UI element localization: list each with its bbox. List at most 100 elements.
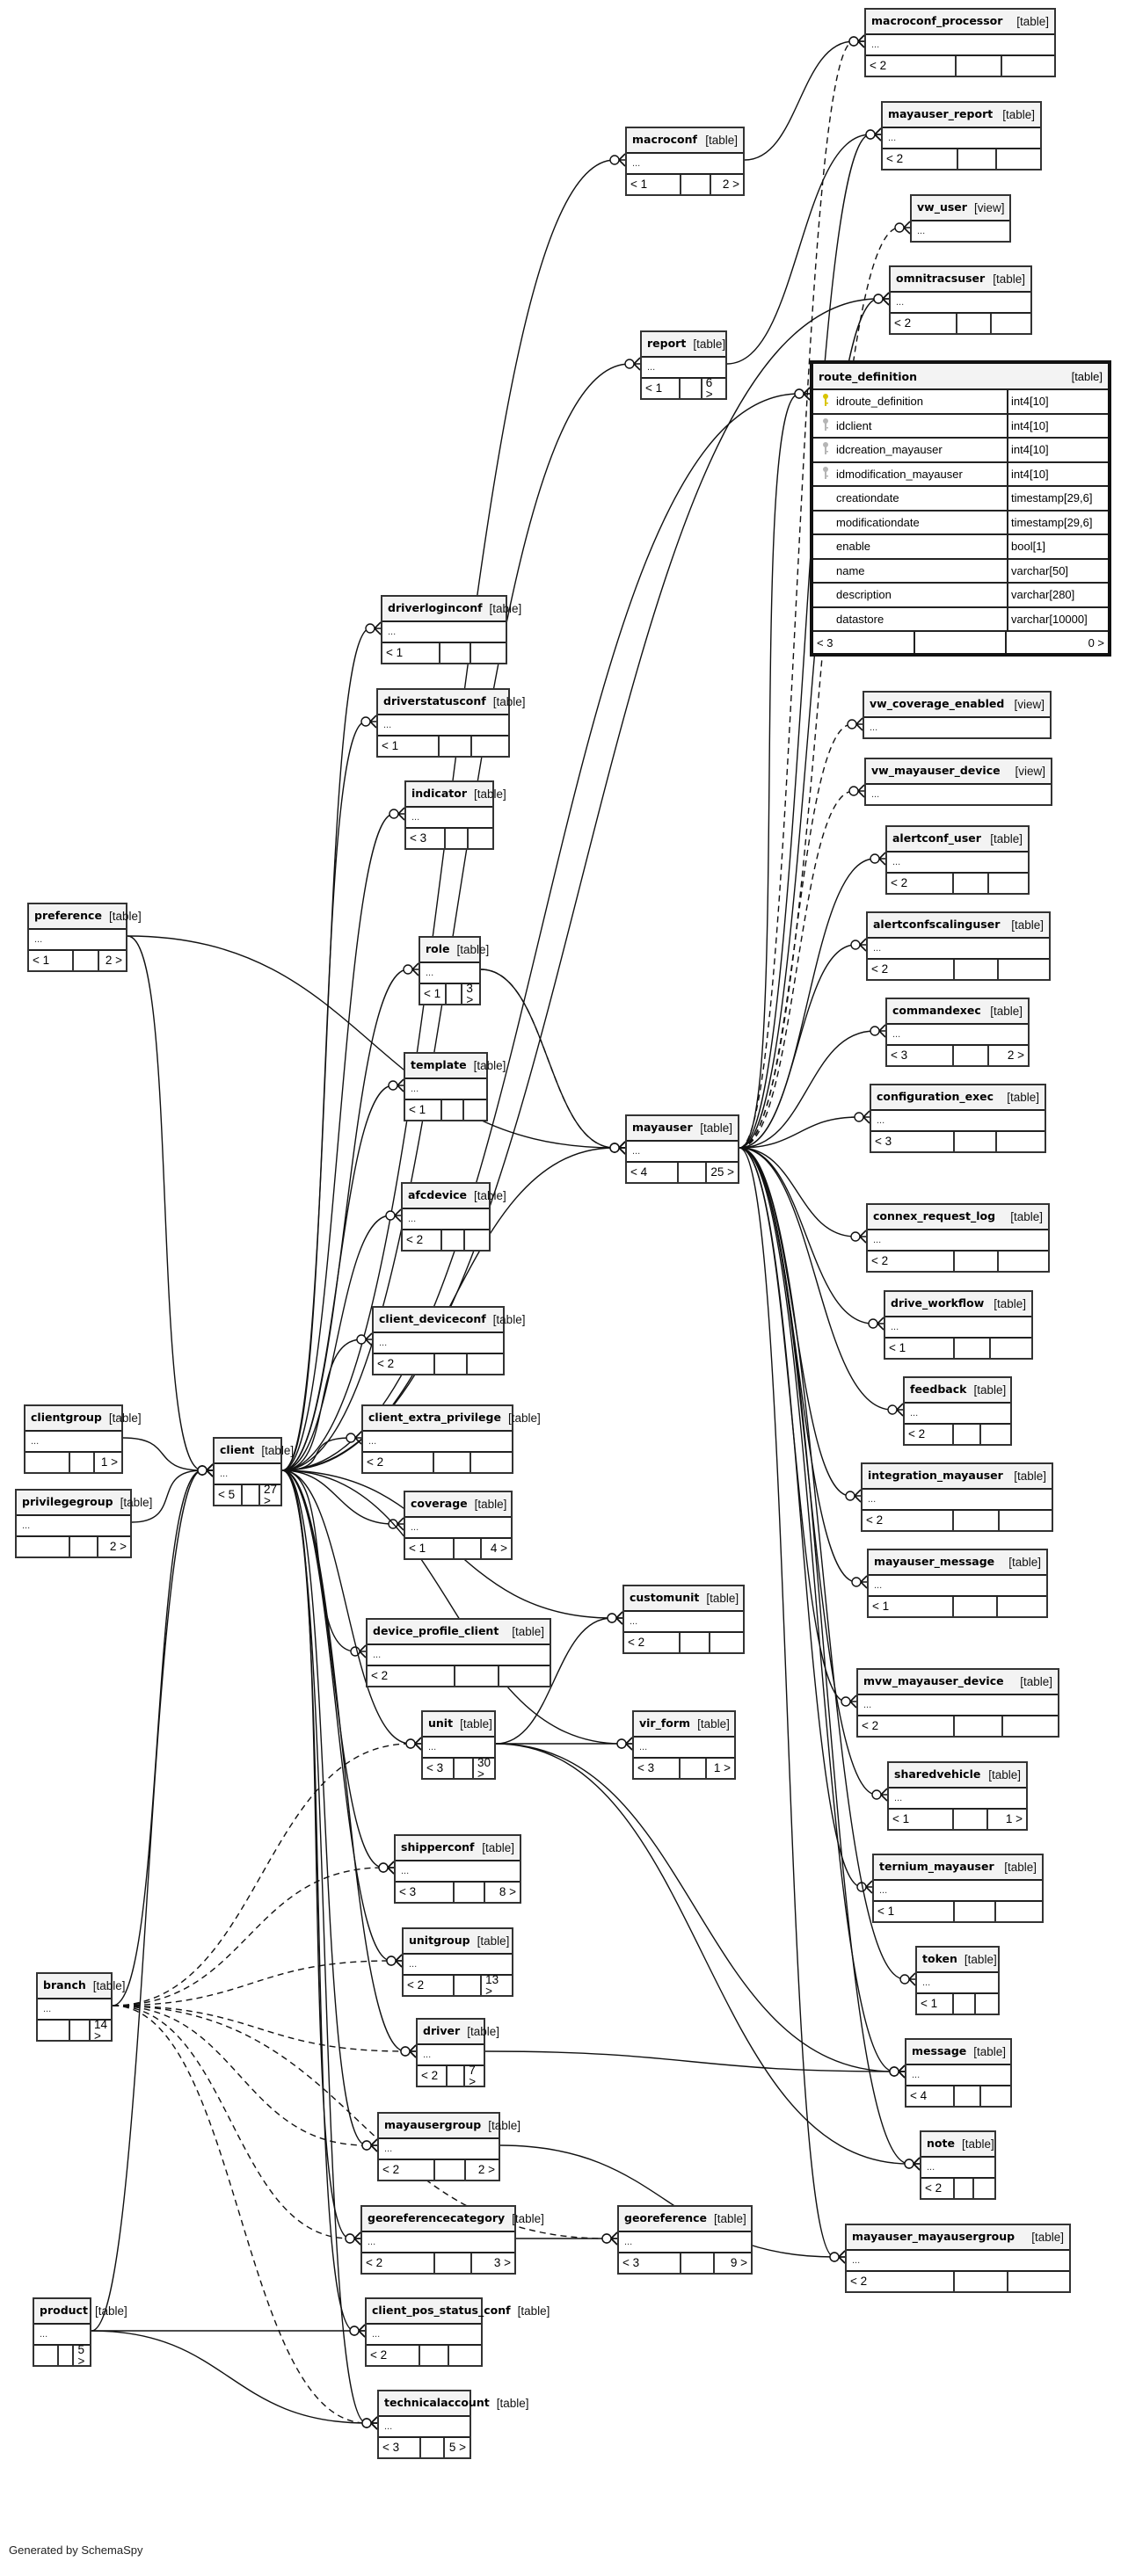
parents-count[interactable]: < 1 xyxy=(889,1810,954,1829)
parents-count[interactable]: < 1 xyxy=(382,643,440,663)
table-technicalaccount[interactable]: technicalaccount [table] ... < 3 5 > xyxy=(377,2390,528,2459)
children-count[interactable]: 1 > xyxy=(1005,1812,1023,1826)
parents-count[interactable] xyxy=(25,1453,70,1472)
table-macroconf[interactable]: macroconf [table] ... < 1 2 > xyxy=(625,127,745,196)
parents-count[interactable]: < 3 xyxy=(423,1759,455,1778)
parents-count[interactable]: < 2 xyxy=(847,2272,955,2291)
children-count[interactable] xyxy=(996,1902,1042,1921)
children-count[interactable]: 2 > xyxy=(109,1540,127,1554)
table-note[interactable]: note [table] ... < 2 xyxy=(920,2130,996,2200)
table-driver[interactable]: driver [table] ... < 2 7 > xyxy=(416,2018,499,2088)
table-client-extra-privilege[interactable]: client_extra_privilege [table] ... < 2 xyxy=(361,1404,541,1474)
parents-count[interactable]: < 4 xyxy=(627,1163,679,1182)
children-count[interactable]: 1 > xyxy=(713,1761,731,1775)
parents-count[interactable] xyxy=(34,2346,59,2365)
table-georeference[interactable]: georeference [table] ... < 3 9 > xyxy=(617,2205,753,2275)
table-configuration-exec[interactable]: configuration_exec [table] ... < 3 xyxy=(870,1084,1046,1153)
parents-count[interactable]: < 2 xyxy=(379,2160,435,2180)
parents-count[interactable]: < 2 xyxy=(868,960,955,979)
children-count[interactable] xyxy=(1003,1716,1058,1736)
parents-count[interactable]: < 2 xyxy=(368,1666,455,1686)
column-row[interactable]: creationdate timestamp[29,6] xyxy=(813,487,1108,512)
children-count[interactable]: 0 > xyxy=(1088,635,1104,649)
children-count[interactable] xyxy=(471,1453,512,1472)
table-integration-mayauser[interactable]: integration_mayauser [table] ... < 2 xyxy=(861,1462,1053,1532)
children-count[interactable] xyxy=(999,1252,1048,1271)
children-count[interactable]: 4 > xyxy=(490,1542,507,1556)
children-count[interactable]: 2 > xyxy=(1007,1049,1024,1063)
parents-count[interactable]: < 2 xyxy=(858,1716,955,1736)
table-driverloginconf[interactable]: driverloginconf [table] ... < 1 xyxy=(381,595,521,664)
table-vw-coverage-enabled[interactable]: vw_coverage_enabled [view] ... xyxy=(863,691,1052,739)
children-count[interactable]: 2 > xyxy=(105,954,122,968)
parents-count[interactable]: < 1 xyxy=(405,1100,442,1120)
children-count[interactable]: 2 > xyxy=(477,2163,495,2177)
parents-count[interactable]: < 2 xyxy=(403,1230,442,1250)
children-count[interactable]: 25 > xyxy=(710,1165,734,1179)
table-drive-workflow[interactable]: drive_workflow [table] ... < 1 xyxy=(884,1290,1033,1360)
table-client-deviceconf[interactable]: client_deviceconf [table] ... < 2 xyxy=(372,1306,525,1375)
table-unit[interactable]: unit [table] ... < 3 30 > xyxy=(421,1710,496,1780)
children-count[interactable] xyxy=(1000,1511,1052,1530)
children-count[interactable]: 5 > xyxy=(448,2441,466,2455)
children-count[interactable]: 30 > xyxy=(477,1755,491,1781)
parents-count[interactable]: < 1 xyxy=(885,1339,955,1358)
parents-count[interactable]: < 2 xyxy=(363,1453,434,1472)
children-count[interactable] xyxy=(469,829,492,848)
table-device-profile-client[interactable]: device_profile_client [table] ... < 2 xyxy=(366,1618,551,1687)
table-mvw-mayauser-device[interactable]: mvw_mayauser_device [table] ... < 2 xyxy=(856,1668,1059,1738)
table-customunit[interactable]: customunit [table] ... < 2 xyxy=(622,1585,745,1654)
parents-count[interactable] xyxy=(38,2021,71,2040)
children-count[interactable] xyxy=(974,2179,994,2198)
table-mayauser[interactable]: mayauser [table] ... < 4 25 > xyxy=(625,1114,739,1184)
children-count[interactable] xyxy=(710,1633,743,1652)
parents-count[interactable]: < 3 xyxy=(871,1132,955,1151)
table-macroconf-processor[interactable]: macroconf_processor [table] ... < 2 xyxy=(864,8,1056,77)
children-count[interactable] xyxy=(989,874,1028,893)
parents-count[interactable]: < 1 xyxy=(869,1597,954,1616)
column-row[interactable]: idcreation_mayauser int4[10] xyxy=(813,439,1108,463)
parents-count[interactable]: < 3 xyxy=(813,632,915,653)
column-row[interactable]: idroute_definition int4[10] xyxy=(813,390,1108,415)
parents-count[interactable]: < 1 xyxy=(874,1902,955,1921)
parents-count[interactable]: < 1 xyxy=(420,984,447,1004)
children-count[interactable] xyxy=(468,1354,503,1374)
children-count[interactable]: 8 > xyxy=(499,1885,516,1899)
table-report[interactable]: report [table] ... < 1 6 > xyxy=(640,330,727,400)
table-shipperconf[interactable]: shipperconf [table] ... < 3 8 > xyxy=(394,1834,521,1904)
children-count[interactable]: 14 > xyxy=(93,2017,107,2043)
parents-count[interactable]: < 2 xyxy=(374,1354,435,1374)
table-mayausergroup[interactable]: mayausergroup [table] ... < 2 2 > xyxy=(377,2112,520,2181)
table-mayauser-message[interactable]: mayauser_message [table] ... < 1 xyxy=(867,1549,1048,1618)
table-client[interactable]: client [table] ... < 5 27 > xyxy=(213,1437,294,1506)
children-count[interactable]: 3 > xyxy=(493,2256,511,2270)
table-vir-form[interactable]: vir_form [table] ... < 3 1 > xyxy=(632,1710,736,1780)
parents-count[interactable]: < 1 xyxy=(405,1539,455,1558)
children-count[interactable]: 7 > xyxy=(469,2063,477,2088)
parents-count[interactable]: < 1 xyxy=(378,737,440,756)
children-count[interactable] xyxy=(499,1666,550,1686)
children-count[interactable] xyxy=(1002,56,1054,76)
table-ternium-mayauser[interactable]: ternium_mayauser [table] ... < 1 xyxy=(872,1854,1044,1923)
parents-count[interactable]: < 2 xyxy=(905,1425,954,1444)
children-count[interactable] xyxy=(976,1994,998,2014)
parents-count[interactable]: < 2 xyxy=(921,2179,955,2198)
table-afcdevice[interactable]: afcdevice [table] ... < 2 xyxy=(401,1182,506,1252)
table-unitgroup[interactable]: unitgroup [table] ... < 2 13 > xyxy=(402,1927,513,1997)
parents-count[interactable]: < 2 xyxy=(891,314,957,333)
parents-count[interactable]: < 2 xyxy=(624,1633,681,1652)
children-count[interactable]: 1 > xyxy=(100,1455,118,1469)
table-vw-mayauser-device[interactable]: vw_mayauser_device [view] ... xyxy=(864,758,1052,806)
column-row[interactable]: datastore varchar[10000] xyxy=(813,607,1108,632)
table-clientgroup[interactable]: clientgroup [table] ... 1 > xyxy=(24,1404,142,1474)
table-commandexec[interactable]: commandexec [table] ... < 3 2 > xyxy=(885,998,1030,1067)
table-connex-request-log[interactable]: connex_request_log [table] ... < 2 xyxy=(866,1203,1050,1273)
parents-count[interactable]: < 5 xyxy=(215,1485,243,1505)
table-indicator[interactable]: indicator [table] ... < 3 xyxy=(404,780,506,850)
children-count[interactable] xyxy=(997,1132,1045,1151)
children-count[interactable]: 13 > xyxy=(485,1972,499,1998)
parents-count[interactable]: < 3 xyxy=(634,1759,681,1778)
parents-count[interactable]: < 1 xyxy=(29,951,74,970)
column-row[interactable]: name varchar[50] xyxy=(813,559,1108,584)
table-driverstatusconf[interactable]: driverstatusconf [table] ... < 1 xyxy=(376,688,525,758)
